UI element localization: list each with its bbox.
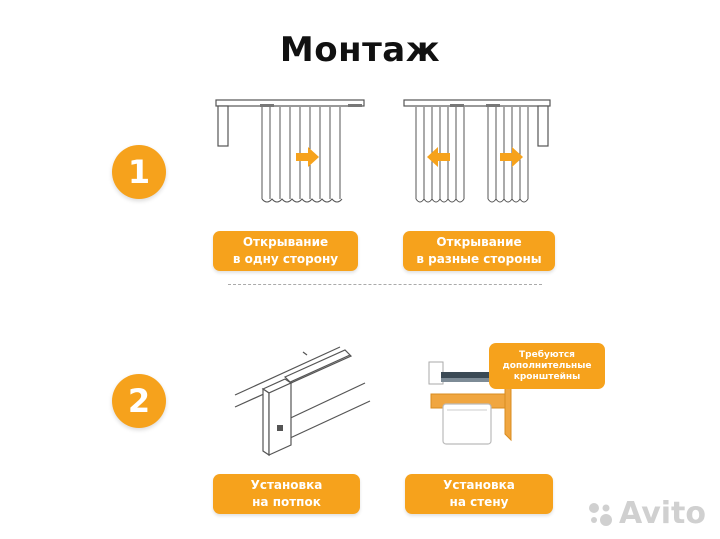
label-line: Открывание — [436, 235, 522, 249]
wall-mount-illustration — [428, 361, 512, 445]
label-line: на потпок — [252, 495, 321, 509]
step-number-1: 1 — [112, 145, 166, 199]
watermark-text: Avito — [619, 496, 706, 531]
note-line: Требуются — [519, 349, 575, 360]
label-wall-mount: Установка на стену — [405, 474, 553, 514]
note-line: кронштейны — [513, 371, 581, 382]
step-number-2: 2 — [112, 374, 166, 428]
note-line: дополнительные — [502, 360, 592, 371]
ceiling-mount-illustration — [234, 346, 371, 457]
two-side-curtain-illustration — [403, 99, 551, 203]
avito-logo-icon — [589, 502, 613, 526]
avito-watermark: Avito — [585, 496, 706, 531]
label-line: на стену — [449, 495, 509, 509]
label-open-two-sides: Открывание в разные стороны — [403, 231, 555, 271]
section-divider — [228, 284, 542, 285]
extra-brackets-note: Требуются дополнительные кронштейны — [489, 343, 605, 389]
label-line: Установка — [443, 478, 515, 492]
label-line: в одну сторону — [232, 252, 339, 266]
label-line: в разные стороны — [416, 252, 542, 266]
label-line: Установка — [250, 478, 323, 492]
label-line: Открывание — [242, 235, 329, 249]
label-ceiling-mount: Установка на потпок — [213, 474, 360, 514]
one-side-curtain-illustration — [215, 99, 365, 203]
label-open-one-side: Открывание в одну сторону — [213, 231, 358, 271]
page-title: Монтаж — [279, 30, 441, 70]
